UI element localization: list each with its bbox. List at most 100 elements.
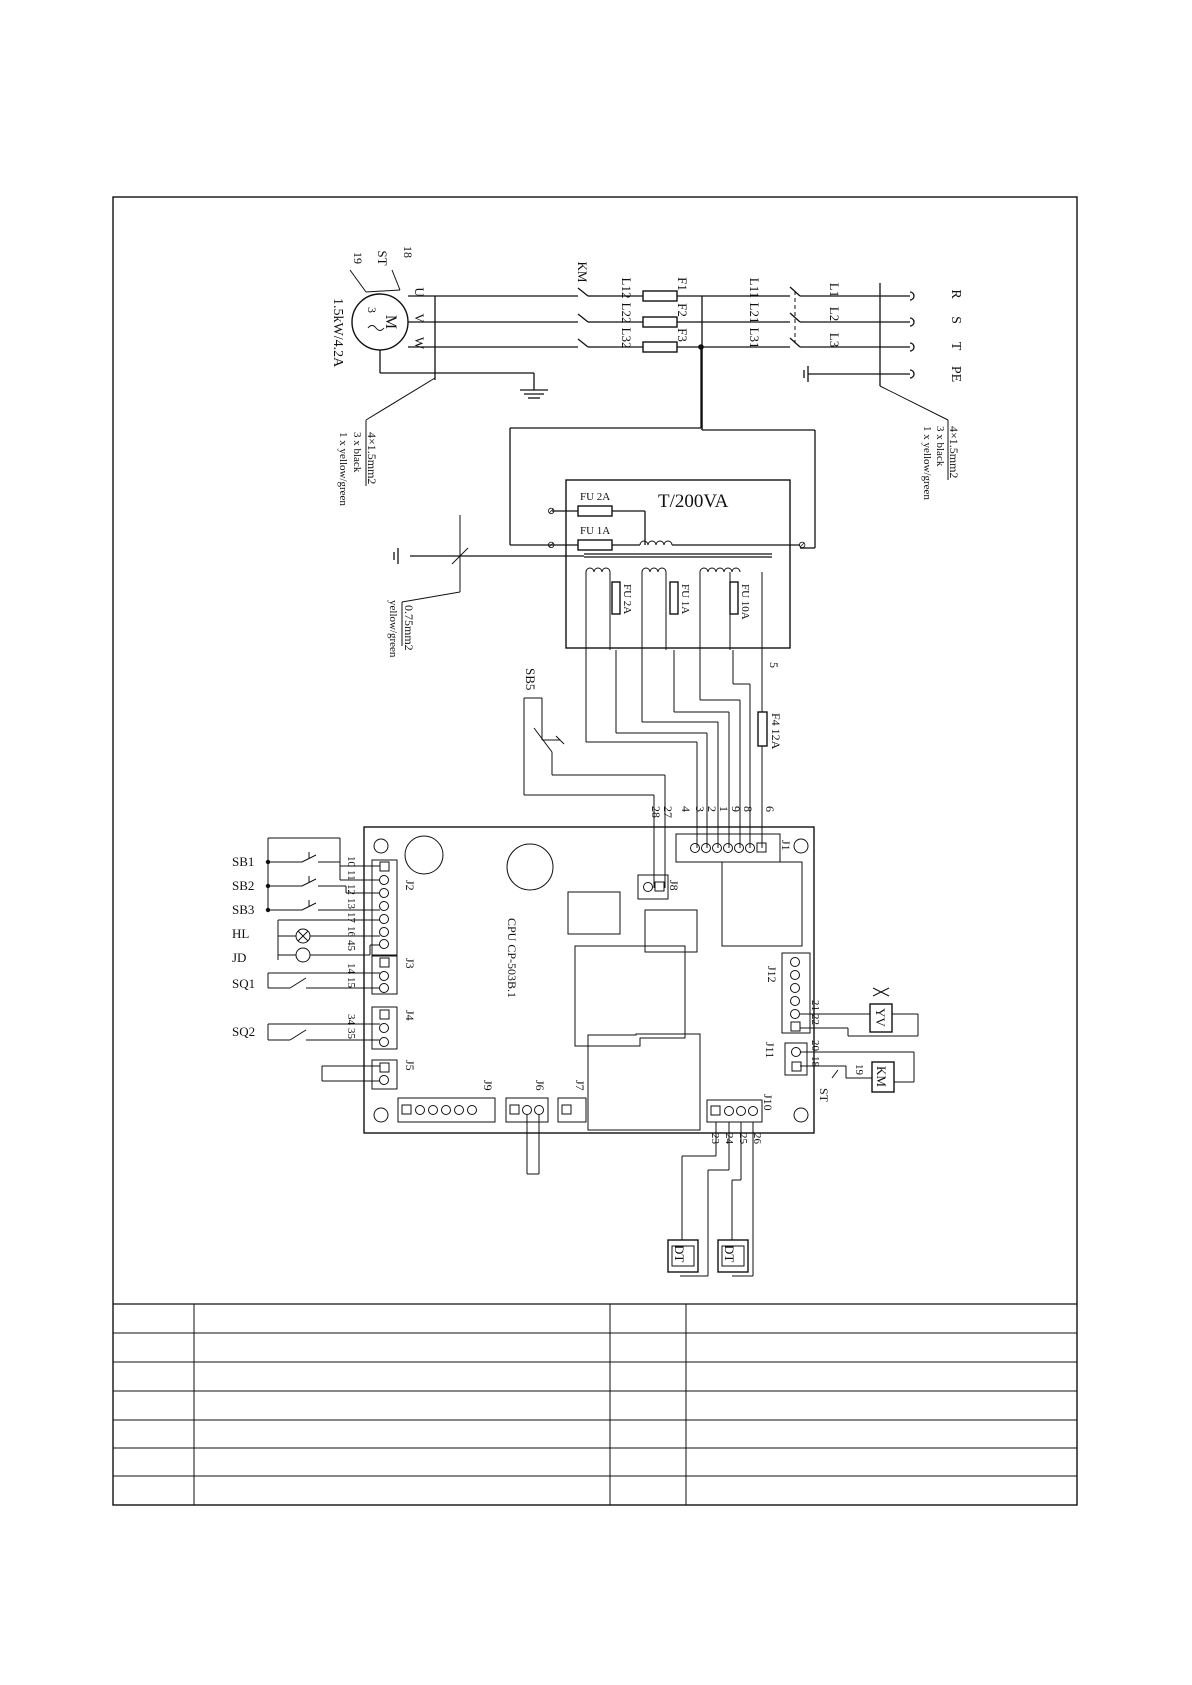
phase-label: T bbox=[948, 342, 963, 351]
wire-number-row: 28 27 4 3 2 1 9 8 6 bbox=[649, 806, 777, 818]
transformer-t200va: T/200VA FU 2A FU 1A ⊘ ⊘ ⊘ bbox=[547, 479, 806, 668]
line-label: L1 bbox=[827, 283, 842, 297]
cable-spec: 1 x yellow/green bbox=[921, 426, 933, 500]
fuse-label: F1 bbox=[675, 277, 690, 291]
device-label: JD bbox=[232, 950, 246, 965]
sb5-emergency-stop: SB5 bbox=[523, 668, 666, 888]
terminal-mark: ⊘ bbox=[547, 540, 555, 551]
motor-rating: 1.5kW/4.2A bbox=[330, 298, 345, 368]
line-label: L2 bbox=[827, 307, 842, 321]
thermal-term: 18 bbox=[401, 246, 415, 258]
motor-terminal-label: V bbox=[412, 313, 427, 323]
contactor-output-label: L12 bbox=[619, 278, 634, 299]
connector-j5: J5 bbox=[371, 1059, 417, 1090]
connector-j1: J1 bbox=[675, 833, 793, 863]
pin-number: 25 bbox=[737, 1133, 749, 1145]
secondary-wiring: F4 12A bbox=[585, 650, 783, 848]
pin-number: 23 bbox=[709, 1133, 721, 1145]
pin-number: 21 bbox=[809, 1000, 821, 1011]
sensors-dt: DT DT bbox=[667, 1122, 754, 1277]
pin-number: 15 bbox=[345, 977, 357, 989]
motor-terminal-label: W bbox=[412, 337, 427, 350]
connector-label: J4 bbox=[403, 1010, 417, 1021]
connector-j4: J4 bbox=[371, 1006, 417, 1050]
device-label: SB3 bbox=[232, 902, 254, 917]
pin-number: 45 bbox=[345, 940, 357, 952]
pin-number: 34 bbox=[345, 1014, 357, 1026]
solenoid-valve-yv: YV bbox=[800, 987, 919, 1037]
wire-number: 28 bbox=[649, 806, 663, 818]
secondary-fuse-label: FU 10A bbox=[739, 584, 751, 620]
wire-number: 4 bbox=[679, 806, 693, 812]
primary-fuse-label: FU 1A bbox=[580, 525, 610, 537]
contactor-km: KM bbox=[575, 262, 600, 348]
pin-number: 12 bbox=[345, 884, 357, 895]
connector-pin-square bbox=[756, 842, 767, 853]
transformer-ground: 0.75mm2 yellow/green bbox=[387, 515, 584, 658]
connector-j11: J11 bbox=[763, 1042, 808, 1076]
pin-number: 35 bbox=[345, 1028, 357, 1040]
j2-pin-numbers: 10 11 12 13 17 16 45 bbox=[345, 856, 357, 952]
motor-terminal-label: U bbox=[412, 287, 427, 297]
transformer-title: T/200VA bbox=[658, 491, 729, 512]
connector-label: J12 bbox=[765, 966, 779, 983]
pin-number: 13 bbox=[345, 898, 357, 910]
wire-number: 1 bbox=[717, 806, 731, 812]
transformer-feed bbox=[509, 296, 816, 549]
wire-number: 27 bbox=[661, 806, 675, 818]
main-isolator-switch: L11 L21 L31 bbox=[706, 278, 801, 349]
branch-label: L31 bbox=[747, 328, 762, 349]
pin-number: 11 bbox=[345, 870, 357, 881]
tilde-icon bbox=[367, 325, 385, 331]
secondary-windings bbox=[585, 567, 763, 650]
pin-number: 22 bbox=[809, 1014, 821, 1025]
km-coil-label: KM bbox=[874, 1066, 889, 1087]
drawing-frame bbox=[112, 196, 1078, 1506]
fuse-f2 bbox=[642, 316, 678, 328]
fuse-f3 bbox=[642, 341, 678, 353]
km-coil bbox=[871, 1061, 895, 1093]
wire-number: 8 bbox=[741, 806, 755, 812]
yv-label: YV bbox=[873, 1008, 888, 1027]
valve-coil bbox=[869, 1003, 893, 1033]
contactor-coil-km: KM ST 19 bbox=[800, 1051, 915, 1103]
connector-j2: J2 bbox=[371, 859, 417, 956]
connector-j8: J8 bbox=[637, 874, 681, 900]
fuse-label: F3 bbox=[675, 328, 690, 342]
contactor-output-label: L32 bbox=[619, 328, 634, 349]
cable-spec: 4×1.5mm2 bbox=[365, 432, 379, 484]
cpu-label: CPU CP-503B.1 bbox=[505, 918, 519, 998]
connector-label: J2 bbox=[403, 880, 417, 891]
j6-jumper bbox=[526, 1115, 540, 1175]
device-label: HL bbox=[232, 926, 249, 941]
device-label: SB2 bbox=[232, 878, 254, 893]
motor-phase-mark: 3 bbox=[365, 307, 379, 313]
wire-number: 3 bbox=[693, 806, 707, 812]
connector-label: J1 bbox=[779, 840, 793, 851]
connector-label: J5 bbox=[403, 1060, 417, 1071]
pin-number: 17 bbox=[345, 912, 357, 924]
buzzer-icon bbox=[295, 947, 311, 963]
title-block-table bbox=[113, 1303, 1077, 1505]
board-capacitor bbox=[506, 843, 554, 891]
motor-letter: M bbox=[382, 315, 399, 329]
connector-label: J8 bbox=[667, 880, 681, 891]
thermal-term: 19 bbox=[351, 252, 365, 264]
motor-feeder: 4×1.5mm2 3 x black 1 x yellow/green bbox=[337, 295, 578, 506]
branch-label: L11 bbox=[747, 278, 762, 298]
device-label: SQ2 bbox=[232, 1024, 255, 1039]
connector-j9: J9 bbox=[397, 1080, 496, 1123]
connector-label: J10 bbox=[761, 1094, 775, 1111]
cable-spec: 4×1.5mm2 bbox=[947, 426, 961, 478]
fuse-f1 bbox=[642, 290, 678, 302]
connector-label: J9 bbox=[481, 1080, 495, 1091]
connector-j12: J12 bbox=[765, 952, 811, 1034]
left-field-devices: SB1 SB2 SB3 HL JD SQ1 SQ2 bbox=[232, 837, 380, 1082]
pin-number: 16 bbox=[345, 926, 357, 938]
wire-number: 9 bbox=[729, 806, 743, 812]
wire-number: 6 bbox=[763, 806, 777, 812]
ground-cable-spec: yellow/green bbox=[387, 600, 399, 658]
pin-number: 20 bbox=[809, 1040, 821, 1052]
secondary-fuse-label: FU 2A bbox=[621, 584, 633, 614]
